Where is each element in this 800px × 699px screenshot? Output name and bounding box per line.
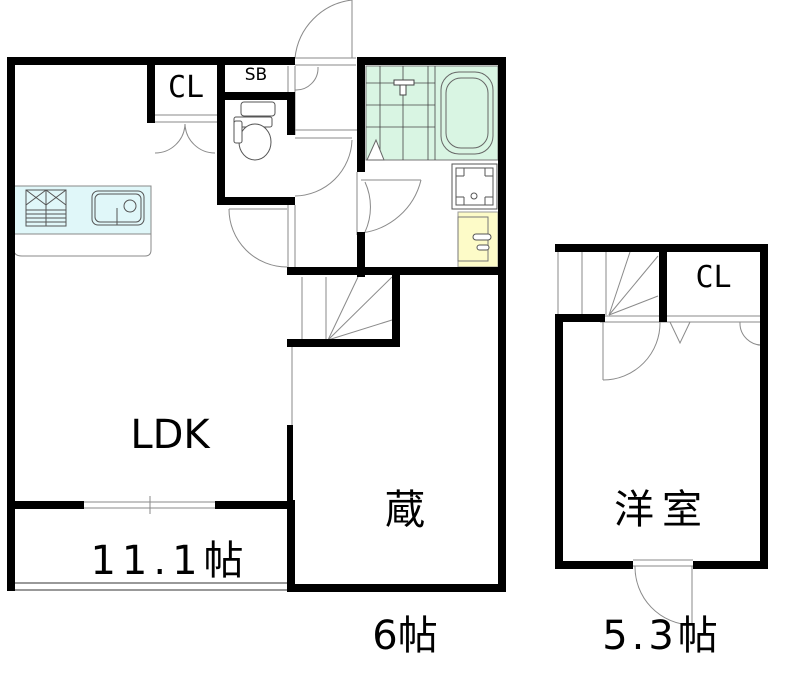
room-label-ldk: LDK 11.1帖 xyxy=(90,330,250,624)
washbasin-icon xyxy=(457,211,499,268)
floor-plan xyxy=(7,0,768,626)
room-name-ldk: LDK xyxy=(130,412,210,458)
thin-lines xyxy=(14,0,768,626)
shower-icon xyxy=(393,79,415,96)
walls xyxy=(7,57,768,592)
room-label-western: 洋室 5.3帖 xyxy=(582,405,742,699)
closet-label-western: CL xyxy=(695,260,732,295)
room-label-storage: 蔵 6帖 xyxy=(350,405,460,699)
room-name-western: 洋室 xyxy=(614,487,710,533)
room-size-western: 5.3帖 xyxy=(602,613,722,659)
toilet-icon xyxy=(233,101,276,161)
bathroom xyxy=(365,65,499,161)
door-stop-icon xyxy=(366,138,385,161)
kitchen-stove-icon xyxy=(25,189,67,227)
closet-label-ldk: CL xyxy=(167,70,205,105)
room-name-storage: 蔵 xyxy=(385,487,425,533)
room-size-storage: 6帖 xyxy=(372,613,438,659)
entrance-door-swing xyxy=(294,0,353,59)
kitchen-counter xyxy=(13,185,152,257)
kitchen-sink-icon xyxy=(91,190,145,226)
room-size-ldk: 11.1帖 xyxy=(90,538,250,584)
washing-machine-pan-icon xyxy=(451,163,498,210)
bathtub-icon xyxy=(440,71,494,155)
shoe-box-label: SB xyxy=(244,65,268,85)
